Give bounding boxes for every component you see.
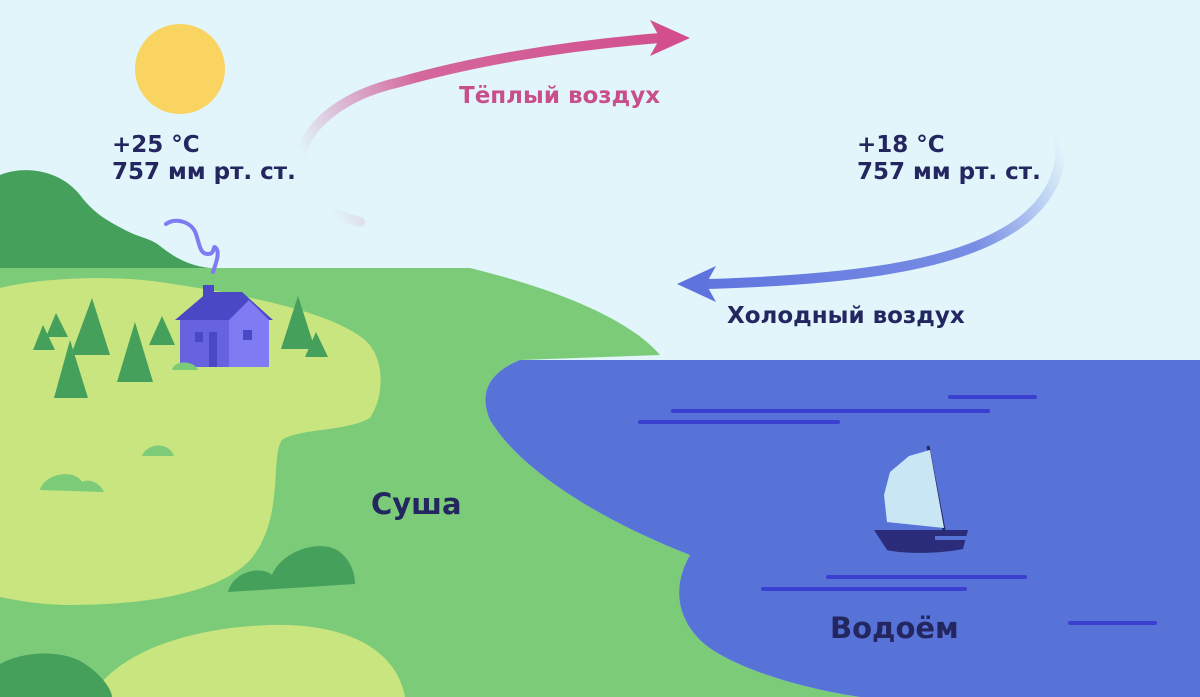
- sailboat-icon: [874, 445, 968, 553]
- sun-icon: [135, 24, 225, 114]
- smoke-icon: [164, 218, 220, 274]
- meadow-bottom: [90, 624, 405, 697]
- meadow-hill: [0, 278, 381, 605]
- house-bush: [172, 362, 198, 370]
- land-temperature: +25 °C: [112, 132, 200, 158]
- warm-arrow-head: [650, 20, 690, 56]
- water-pressure: 757 мм рт. ст.: [857, 159, 1041, 185]
- land-conditions: +25 °C 757 мм рт. ст.: [112, 132, 296, 186]
- cold-air-label: Холодный воздух: [727, 303, 965, 329]
- land-label: Суша: [371, 487, 462, 521]
- water-area: [485, 360, 1200, 697]
- warm-air-arrow: [294, 33, 665, 227]
- land-pressure: 757 мм рт. ст.: [112, 159, 296, 185]
- bushes: [0, 445, 355, 697]
- house-icon: [175, 285, 273, 367]
- distant-hills: [0, 170, 210, 300]
- water-conditions: +18 °C 757 мм рт. ст.: [857, 132, 1041, 186]
- tree-icon: [33, 296, 328, 398]
- water-ripples: [638, 395, 1157, 625]
- warm-air-label: Тёплый воздух: [459, 83, 661, 109]
- water-temperature: +18 °C: [857, 132, 945, 158]
- cold-air-arrow: [703, 107, 1066, 289]
- cold-arrow-head: [677, 266, 716, 302]
- water-label: Водоём: [830, 611, 959, 645]
